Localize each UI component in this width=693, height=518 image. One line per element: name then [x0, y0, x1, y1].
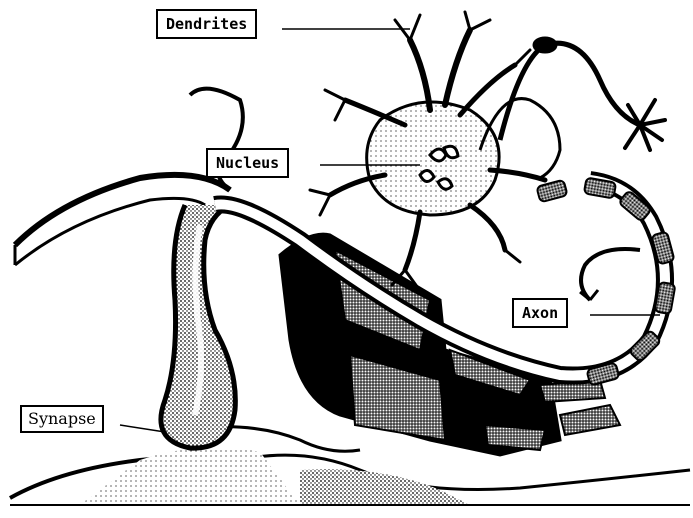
- label-synapse: Synapse: [20, 405, 104, 433]
- axon-collateral: [580, 249, 640, 300]
- myelin-sheath: [536, 178, 675, 386]
- ground-tissue: [10, 427, 690, 505]
- synapse-bulb: [161, 205, 235, 448]
- label-nucleus: Nucleus: [206, 148, 289, 178]
- dendrite-loop: [480, 37, 665, 178]
- label-dendrites: Dendrites: [156, 9, 257, 39]
- label-axon: Axon: [512, 298, 568, 328]
